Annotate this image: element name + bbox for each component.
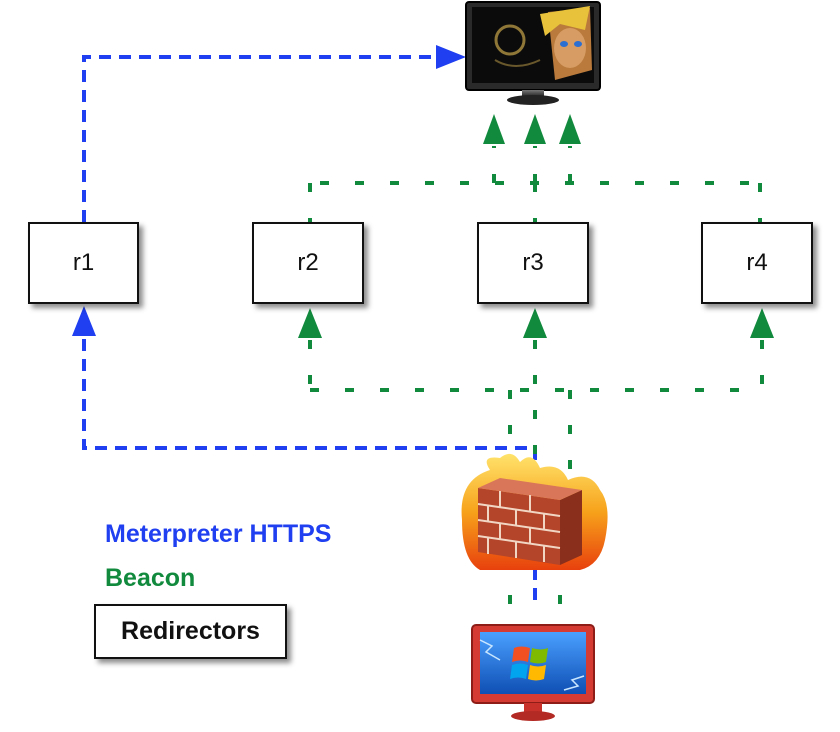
meterpreter-arrow-to-attacker	[436, 45, 466, 69]
beacon-arrow-to-attacker-3	[559, 114, 581, 144]
attacker-monitor-icon	[465, 1, 601, 105]
meterpreter-arrow-to-r1	[72, 306, 96, 336]
redirector-r2-label: r2	[297, 249, 319, 276]
windows-target-monitor-icon	[471, 624, 595, 721]
redirector-r3: r3	[477, 222, 589, 304]
legend-redirectors: Redirectors	[121, 617, 260, 645]
beacon-arrow-to-r3	[523, 308, 547, 338]
beacon-arrow-to-attacker-1	[483, 114, 505, 144]
redirector-r3-label: r3	[522, 249, 544, 276]
redirector-r4-label: r4	[746, 249, 768, 276]
redirector-r4: r4	[701, 222, 813, 304]
firewall-icon	[461, 453, 608, 570]
beacon-arrow-to-r2	[298, 308, 322, 338]
beacon-arrow-to-r4	[750, 308, 774, 338]
redirector-r2: r2	[252, 222, 364, 304]
beacon-arrow-to-attacker-2	[524, 114, 546, 144]
meterpreter-path	[82, 55, 537, 600]
beacon-path	[308, 146, 765, 625]
legend-redirectors-box: Redirectors	[94, 604, 287, 659]
legend-meterpreter: Meterpreter HTTPS	[105, 520, 332, 548]
redirector-r1-label: r1	[72, 249, 95, 276]
legend-beacon: Beacon	[105, 564, 196, 592]
redirector-r1: r1	[28, 222, 139, 304]
